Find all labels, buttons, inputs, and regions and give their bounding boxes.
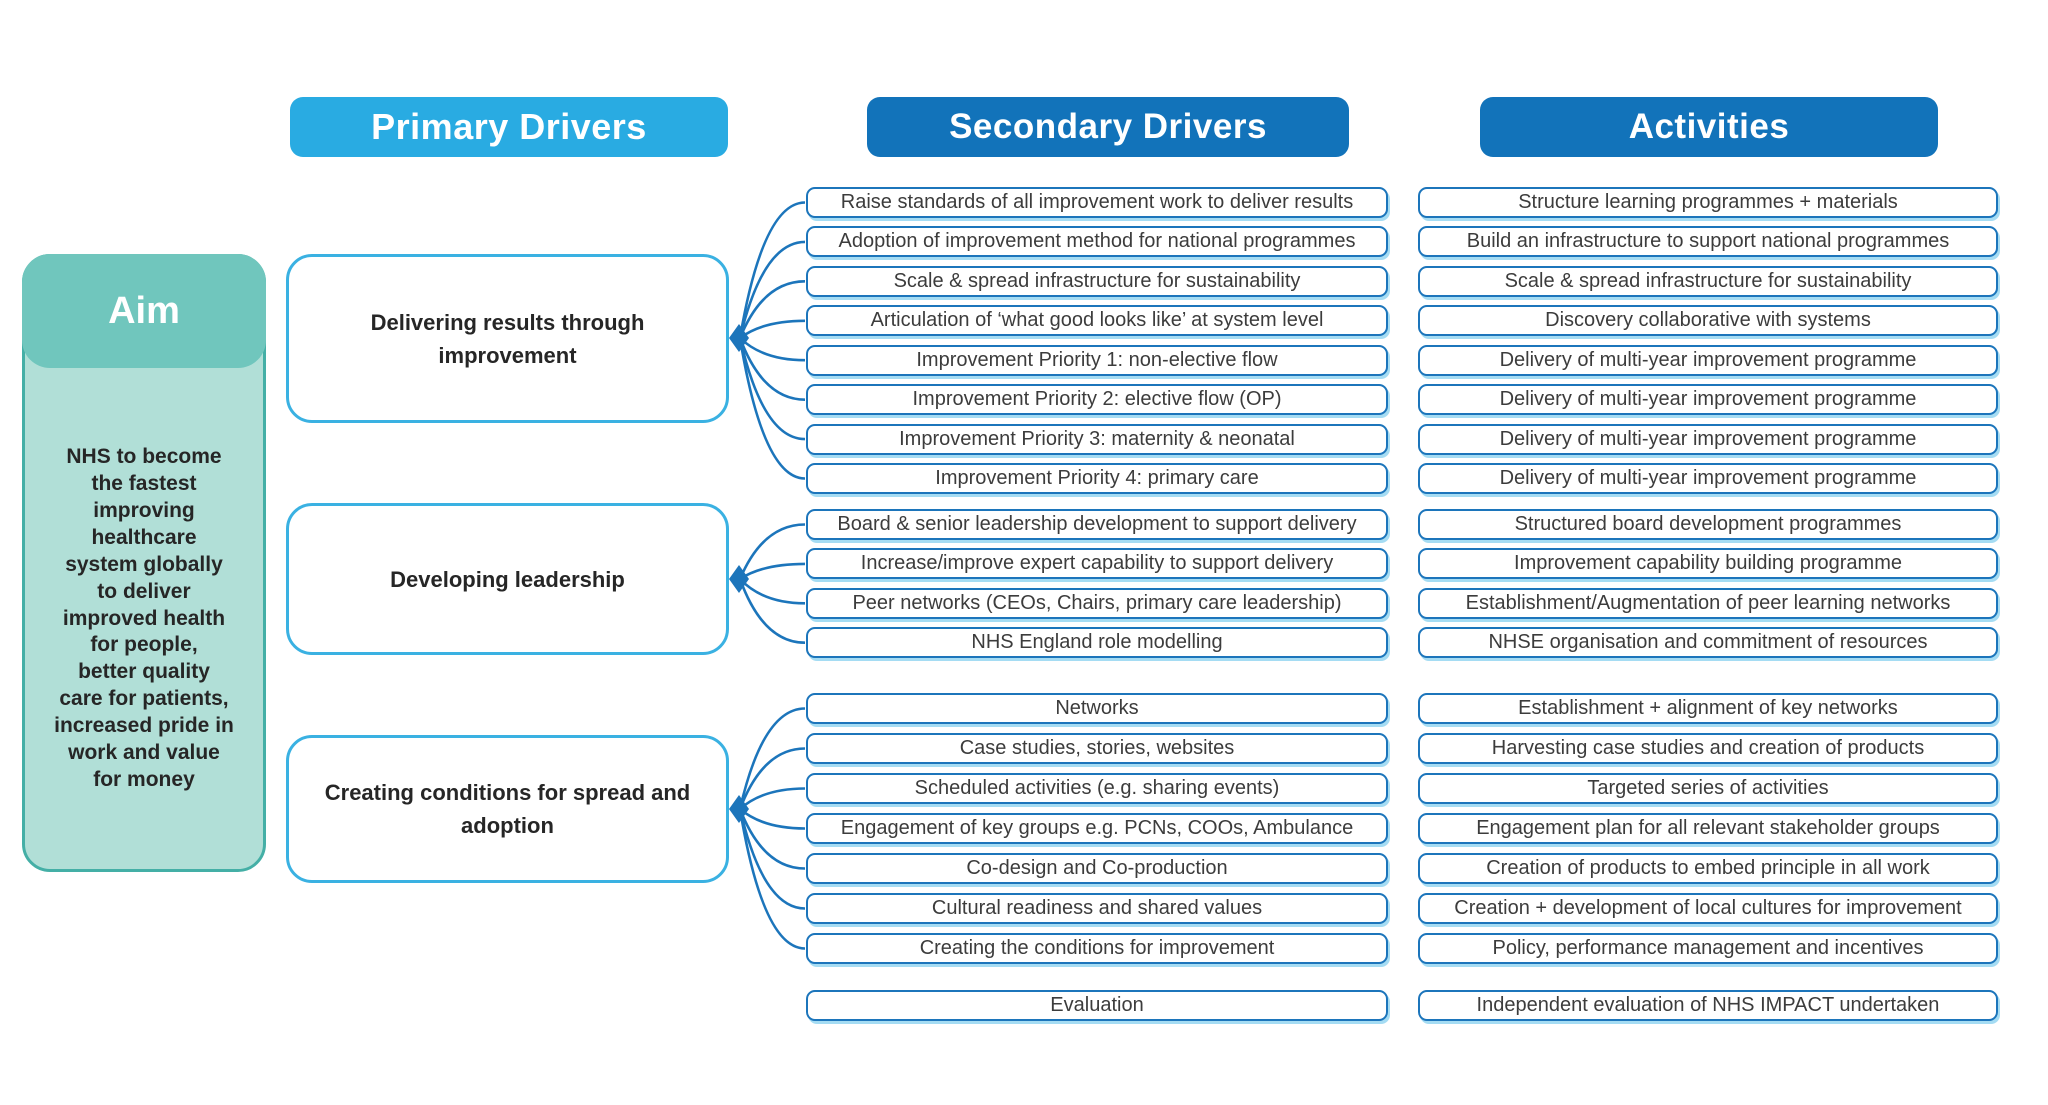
activity-box: Establishment/Augmentation of peer learn… (1418, 588, 1998, 619)
activity-box: Engagement plan for all relevant stakeho… (1418, 813, 1998, 844)
activity-box: Build an infrastructure to support natio… (1418, 226, 1998, 257)
connector-line (738, 808, 806, 870)
activity-box: Structure learning programmes + material… (1418, 187, 1998, 218)
connector-line (738, 337, 806, 480)
connector-line (739, 562, 806, 581)
activity-box: Creation of products to embed principle … (1418, 853, 1998, 884)
activity-box: Scale & spread infrastructure for sustai… (1418, 266, 1998, 297)
activity-box: Creation + development of local cultures… (1418, 893, 1998, 924)
activity-box: Structured board development programmes (1418, 509, 1998, 540)
connector-line (738, 808, 806, 950)
primary-driver-box-spread-adoption: Creating conditions for spread and adopt… (286, 735, 729, 883)
activity-box: NHSE organisation and commitment of reso… (1418, 627, 1998, 658)
secondary-driver-box: Improvement Priority 2: elective flow (O… (806, 384, 1388, 415)
connector-line (739, 808, 806, 830)
activity-box: Delivery of multi-year improvement progr… (1418, 384, 1998, 415)
activities-header: Activities (1480, 97, 1938, 157)
secondary-driver-box: Raise standards of all improvement work … (806, 187, 1388, 218)
primary-driver-box-delivering-results: Delivering results through improvement (286, 254, 729, 423)
connector-line (739, 578, 806, 605)
connector-line (739, 787, 806, 810)
activity-box: Establishment + alignment of key network… (1418, 693, 1998, 724)
secondary-driver-box: Peer networks (CEOs, Chairs, primary car… (806, 588, 1388, 619)
connector-line (738, 747, 806, 810)
secondary-driver-box: NHS England role modelling (806, 627, 1388, 658)
activity-box: Policy, performance management and incen… (1418, 933, 1998, 964)
connector-line (738, 201, 806, 339)
evaluation-secondary-box: Evaluation (806, 990, 1388, 1021)
connector-origin-diamond (729, 324, 749, 352)
activity-box: Harvesting case studies and creation of … (1418, 733, 1998, 764)
activity-box: Improvement capability building programm… (1418, 548, 1998, 579)
connector-line (738, 240, 806, 339)
secondary-driver-box: Case studies, stories, websites (806, 733, 1388, 764)
secondary-driver-box: Board & senior leadership development to… (806, 509, 1388, 540)
connector-line (738, 337, 806, 441)
secondary-driver-box: Improvement Priority 3: maternity & neon… (806, 424, 1388, 455)
secondary-driver-box: Co-design and Co-production (806, 853, 1388, 884)
activity-box: Delivery of multi-year improvement progr… (1418, 463, 1998, 494)
connector-origin-diamond (729, 795, 749, 823)
connector-line (738, 523, 806, 580)
secondary-driver-box: Adoption of improvement method for natio… (806, 226, 1388, 257)
connector-line (739, 337, 806, 362)
secondary-driver-box: Cultural readiness and shared values (806, 893, 1388, 924)
secondary-driver-box: Scheduled activities (e.g. sharing event… (806, 773, 1388, 804)
secondary-driver-box: Networks (806, 693, 1388, 724)
aim-statement: NHS to become the fastest improving heal… (54, 445, 234, 791)
connector-line (738, 707, 806, 810)
primary-drivers-header: Primary Drivers (290, 97, 728, 157)
connector-line (738, 578, 806, 644)
secondary-driver-box: Improvement Priority 1: non-elective flo… (806, 345, 1388, 376)
secondary-driver-box: Articulation of ‘what good looks like’ a… (806, 305, 1388, 336)
secondary-driver-box: Increase/improve expert capability to su… (806, 548, 1388, 579)
activity-box: Delivery of multi-year improvement progr… (1418, 345, 1998, 376)
connector-line (738, 808, 806, 910)
aim-box: Aim NHS to become the fastest improving … (22, 254, 266, 872)
activity-box: Delivery of multi-year improvement progr… (1418, 424, 1998, 455)
connector-line (738, 280, 806, 339)
connector-line (738, 337, 806, 401)
activity-box: Discovery collaborative with systems (1418, 305, 1998, 336)
secondary-driver-box: Creating the conditions for improvement (806, 933, 1388, 964)
activity-box: Targeted series of activities (1418, 773, 1998, 804)
aim-title: Aim (22, 254, 266, 368)
secondary-driver-box: Improvement Priority 4: primary care (806, 463, 1388, 494)
secondary-driver-box: Scale & spread infrastructure for sustai… (806, 266, 1388, 297)
connector-line (739, 319, 806, 340)
primary-driver-box-developing-leadership: Developing leadership (286, 503, 729, 655)
secondary-driver-box: Engagement of key groups e.g. PCNs, COOs… (806, 813, 1388, 844)
secondary-drivers-header: Secondary Drivers (867, 97, 1349, 157)
evaluation-activity-box: Independent evaluation of NHS IMPACT und… (1418, 990, 1998, 1021)
connector-origin-diamond (729, 565, 749, 593)
